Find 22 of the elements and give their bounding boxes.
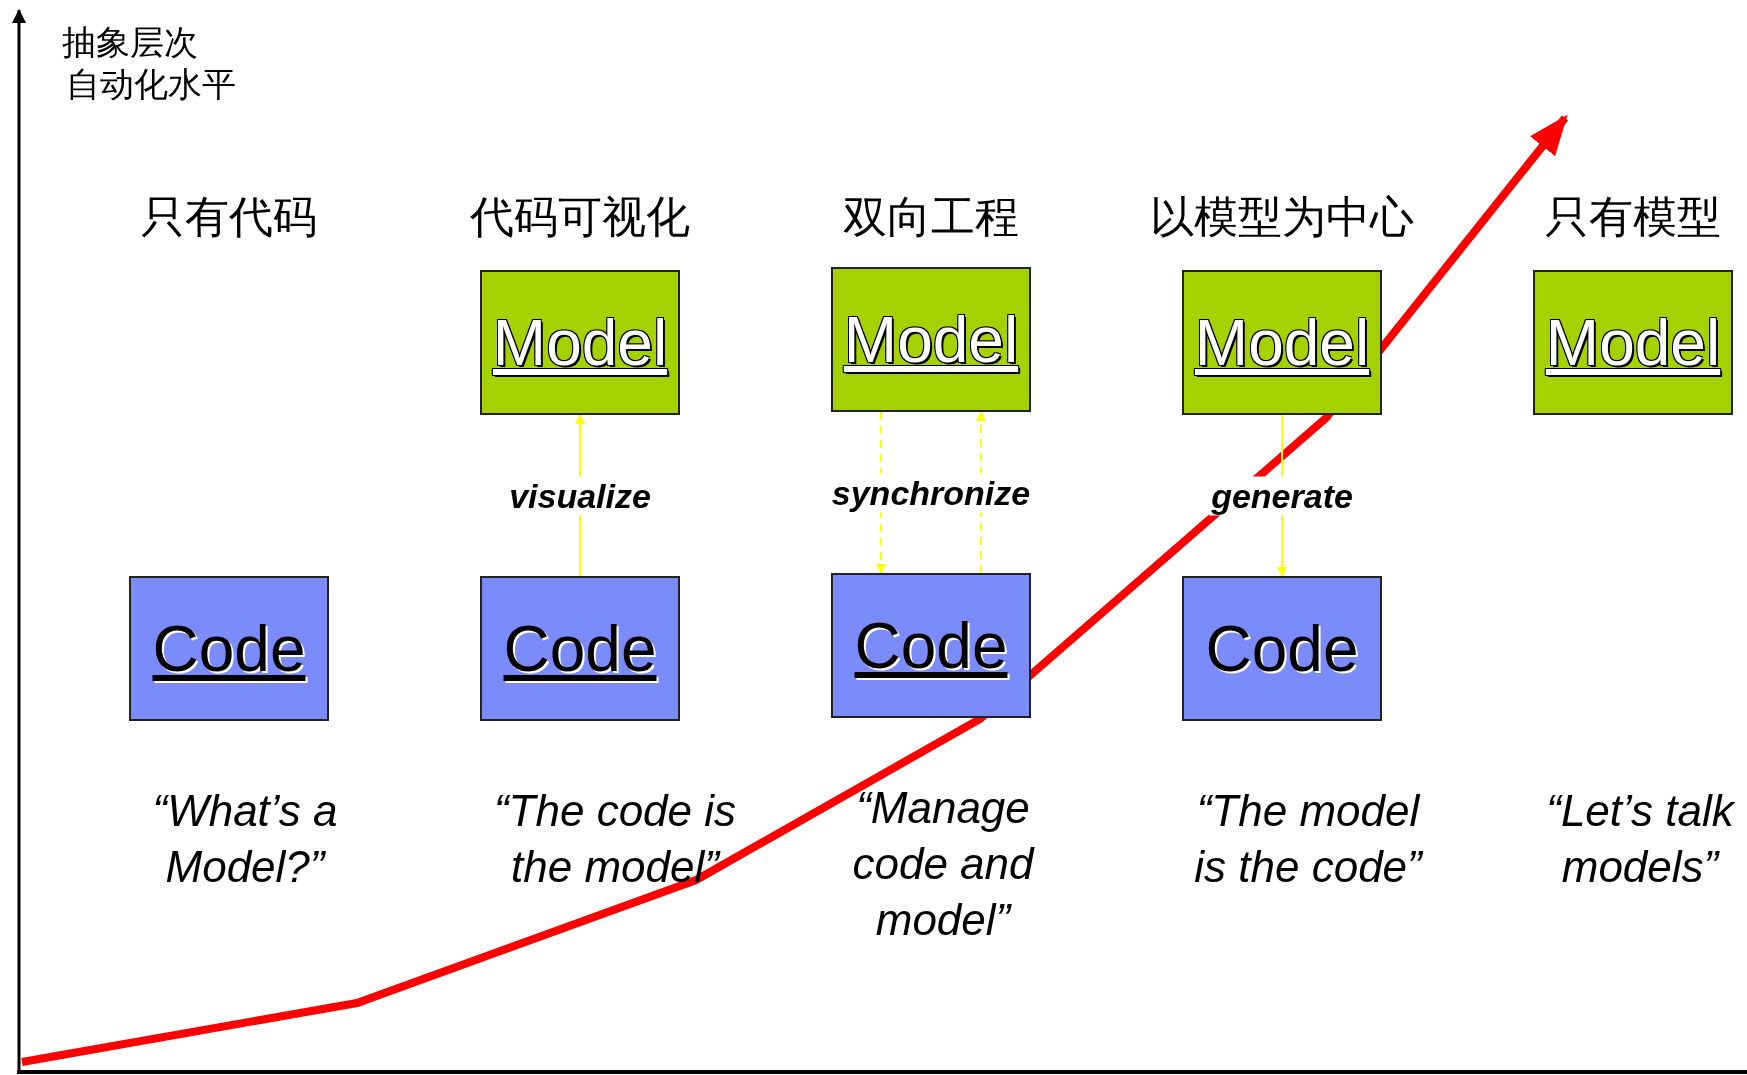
edge-label: synchronize	[829, 473, 1033, 512]
edge-label: generate	[1209, 476, 1355, 515]
model-box: Model	[1182, 270, 1382, 415]
quote-text: “The code is the model”	[492, 785, 738, 893]
code-box: Code	[480, 576, 680, 721]
axis-label: 自动化水平	[66, 64, 236, 105]
column-heading: 只有代码	[141, 191, 317, 243]
model-box: Model	[480, 270, 680, 415]
model-box: Model	[1533, 270, 1733, 415]
code-box: Code	[129, 576, 329, 721]
column-heading: 以模型为中心	[1150, 191, 1414, 243]
code-box: Code	[1182, 576, 1382, 721]
column-heading: 双向工程	[843, 191, 1019, 243]
column-heading: 只有模型	[1545, 191, 1721, 243]
column-heading: 代码可视化	[470, 191, 690, 243]
axis-label: 抽象层次	[62, 22, 198, 63]
quote-text: “Manage code and model”	[851, 782, 1036, 946]
code-box: Code	[831, 573, 1031, 718]
model-box: Model	[831, 267, 1031, 412]
quote-text: “Let’s talk models”	[1545, 785, 1736, 893]
quote-text: “What’s a Model?”	[151, 785, 339, 893]
quote-text: “The model is the code”	[1193, 785, 1425, 893]
